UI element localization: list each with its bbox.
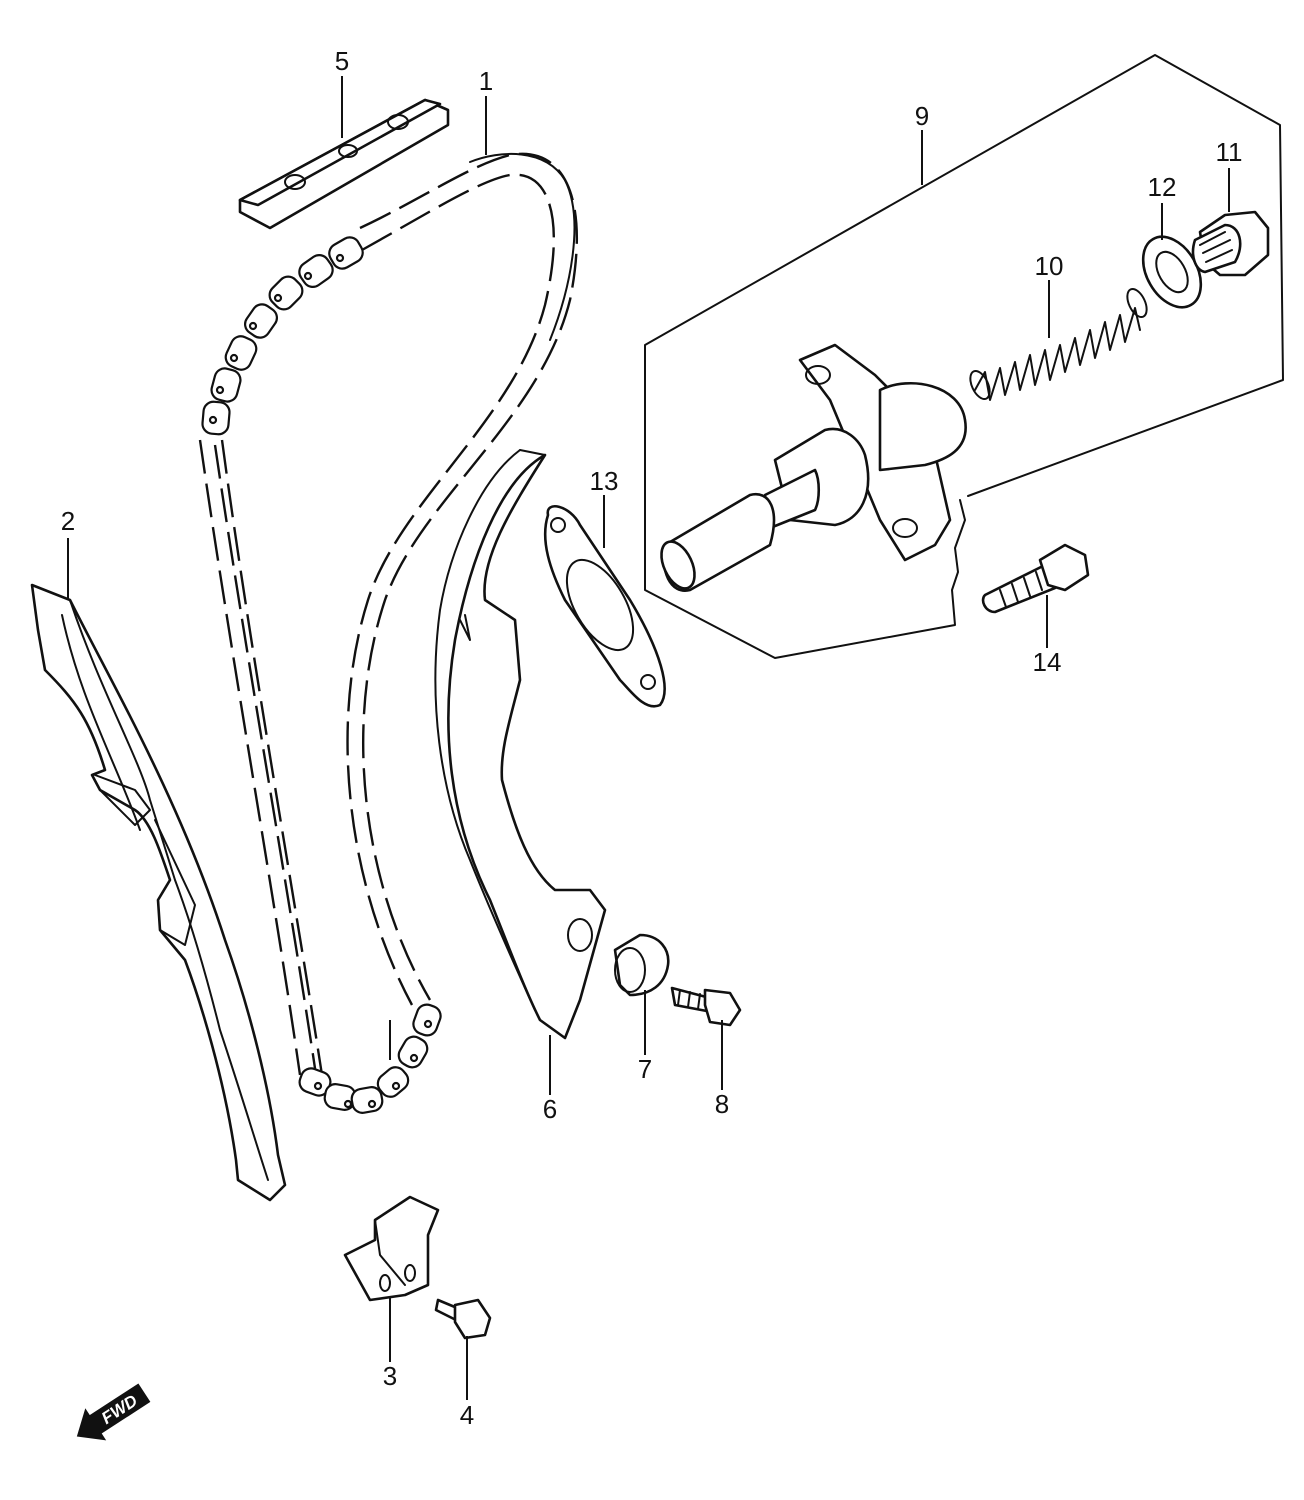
collar xyxy=(613,933,670,997)
callout-1: 1 xyxy=(479,66,493,96)
cam-chain-left-rail-inner xyxy=(220,439,324,1076)
tensioner-gasket xyxy=(543,505,666,708)
tensioner-spring xyxy=(969,287,1148,401)
assembly-outline xyxy=(644,54,1284,659)
cam-chain-links-bottom xyxy=(298,1003,442,1114)
cam-chain xyxy=(198,152,578,1114)
callout-11: 11 xyxy=(1216,137,1243,167)
cam-chain-inner-rail xyxy=(346,173,556,1006)
cam-chain-left-rail-back xyxy=(213,444,318,1076)
guide-holder-bracket xyxy=(343,1195,440,1302)
rear-chain-guide xyxy=(30,583,287,1202)
callout-13: 13 xyxy=(590,466,619,496)
callout-6: 6 xyxy=(543,1094,557,1124)
cam-chain-left-rail-outer xyxy=(198,439,302,1076)
fwd-arrow-icon: FWD xyxy=(76,1383,151,1441)
front-chain-guide xyxy=(434,449,607,1040)
callout-labels: 5 1 9 11 12 10 13 2 14 7 8 6 3 4 xyxy=(61,46,1243,1430)
guide-bolt xyxy=(670,986,742,1027)
bracket-bolt xyxy=(434,1298,492,1340)
callout-14: 14 xyxy=(1033,647,1062,677)
callout-4: 4 xyxy=(460,1400,474,1430)
leader-lines xyxy=(67,76,1230,1400)
cam-chain-top-edge xyxy=(469,153,576,341)
cam-chain-outer-rail xyxy=(359,152,578,1001)
cam-chain-links-top xyxy=(201,236,364,436)
callout-8: 8 xyxy=(715,1089,729,1119)
callout-10: 10 xyxy=(1035,251,1064,281)
tensioner-assembly-group xyxy=(644,54,1284,659)
callout-5: 5 xyxy=(335,46,349,76)
tensioner-body xyxy=(660,343,967,592)
callout-3: 3 xyxy=(383,1361,397,1391)
callout-7: 7 xyxy=(638,1054,652,1084)
callout-12: 12 xyxy=(1148,172,1177,202)
washer xyxy=(1141,235,1203,309)
callout-2: 2 xyxy=(61,506,75,536)
top-chain-guide xyxy=(238,98,450,230)
cap-bolt xyxy=(1191,210,1270,277)
tensioner-bolt xyxy=(981,543,1090,614)
callout-9: 9 xyxy=(915,101,929,131)
